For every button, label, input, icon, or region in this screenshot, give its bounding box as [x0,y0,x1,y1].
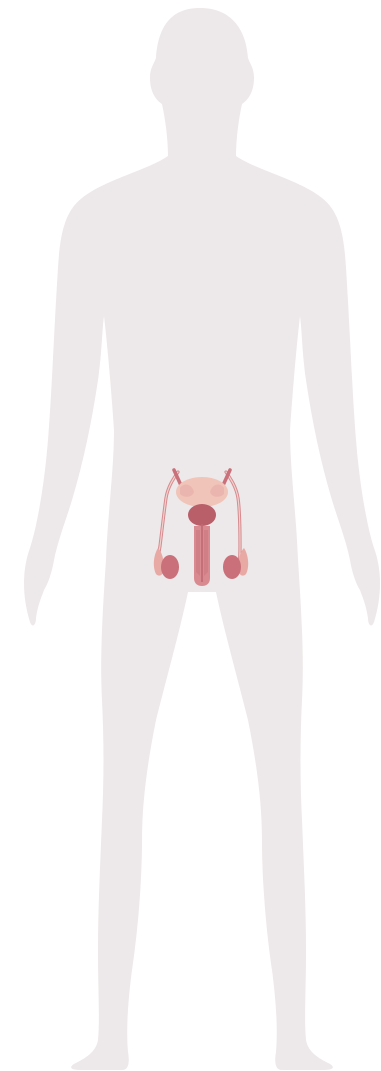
corpus-right [204,530,208,576]
prostate [188,504,216,526]
testis-right [223,555,241,579]
corpus-left [196,530,200,576]
testis-left [161,555,179,579]
